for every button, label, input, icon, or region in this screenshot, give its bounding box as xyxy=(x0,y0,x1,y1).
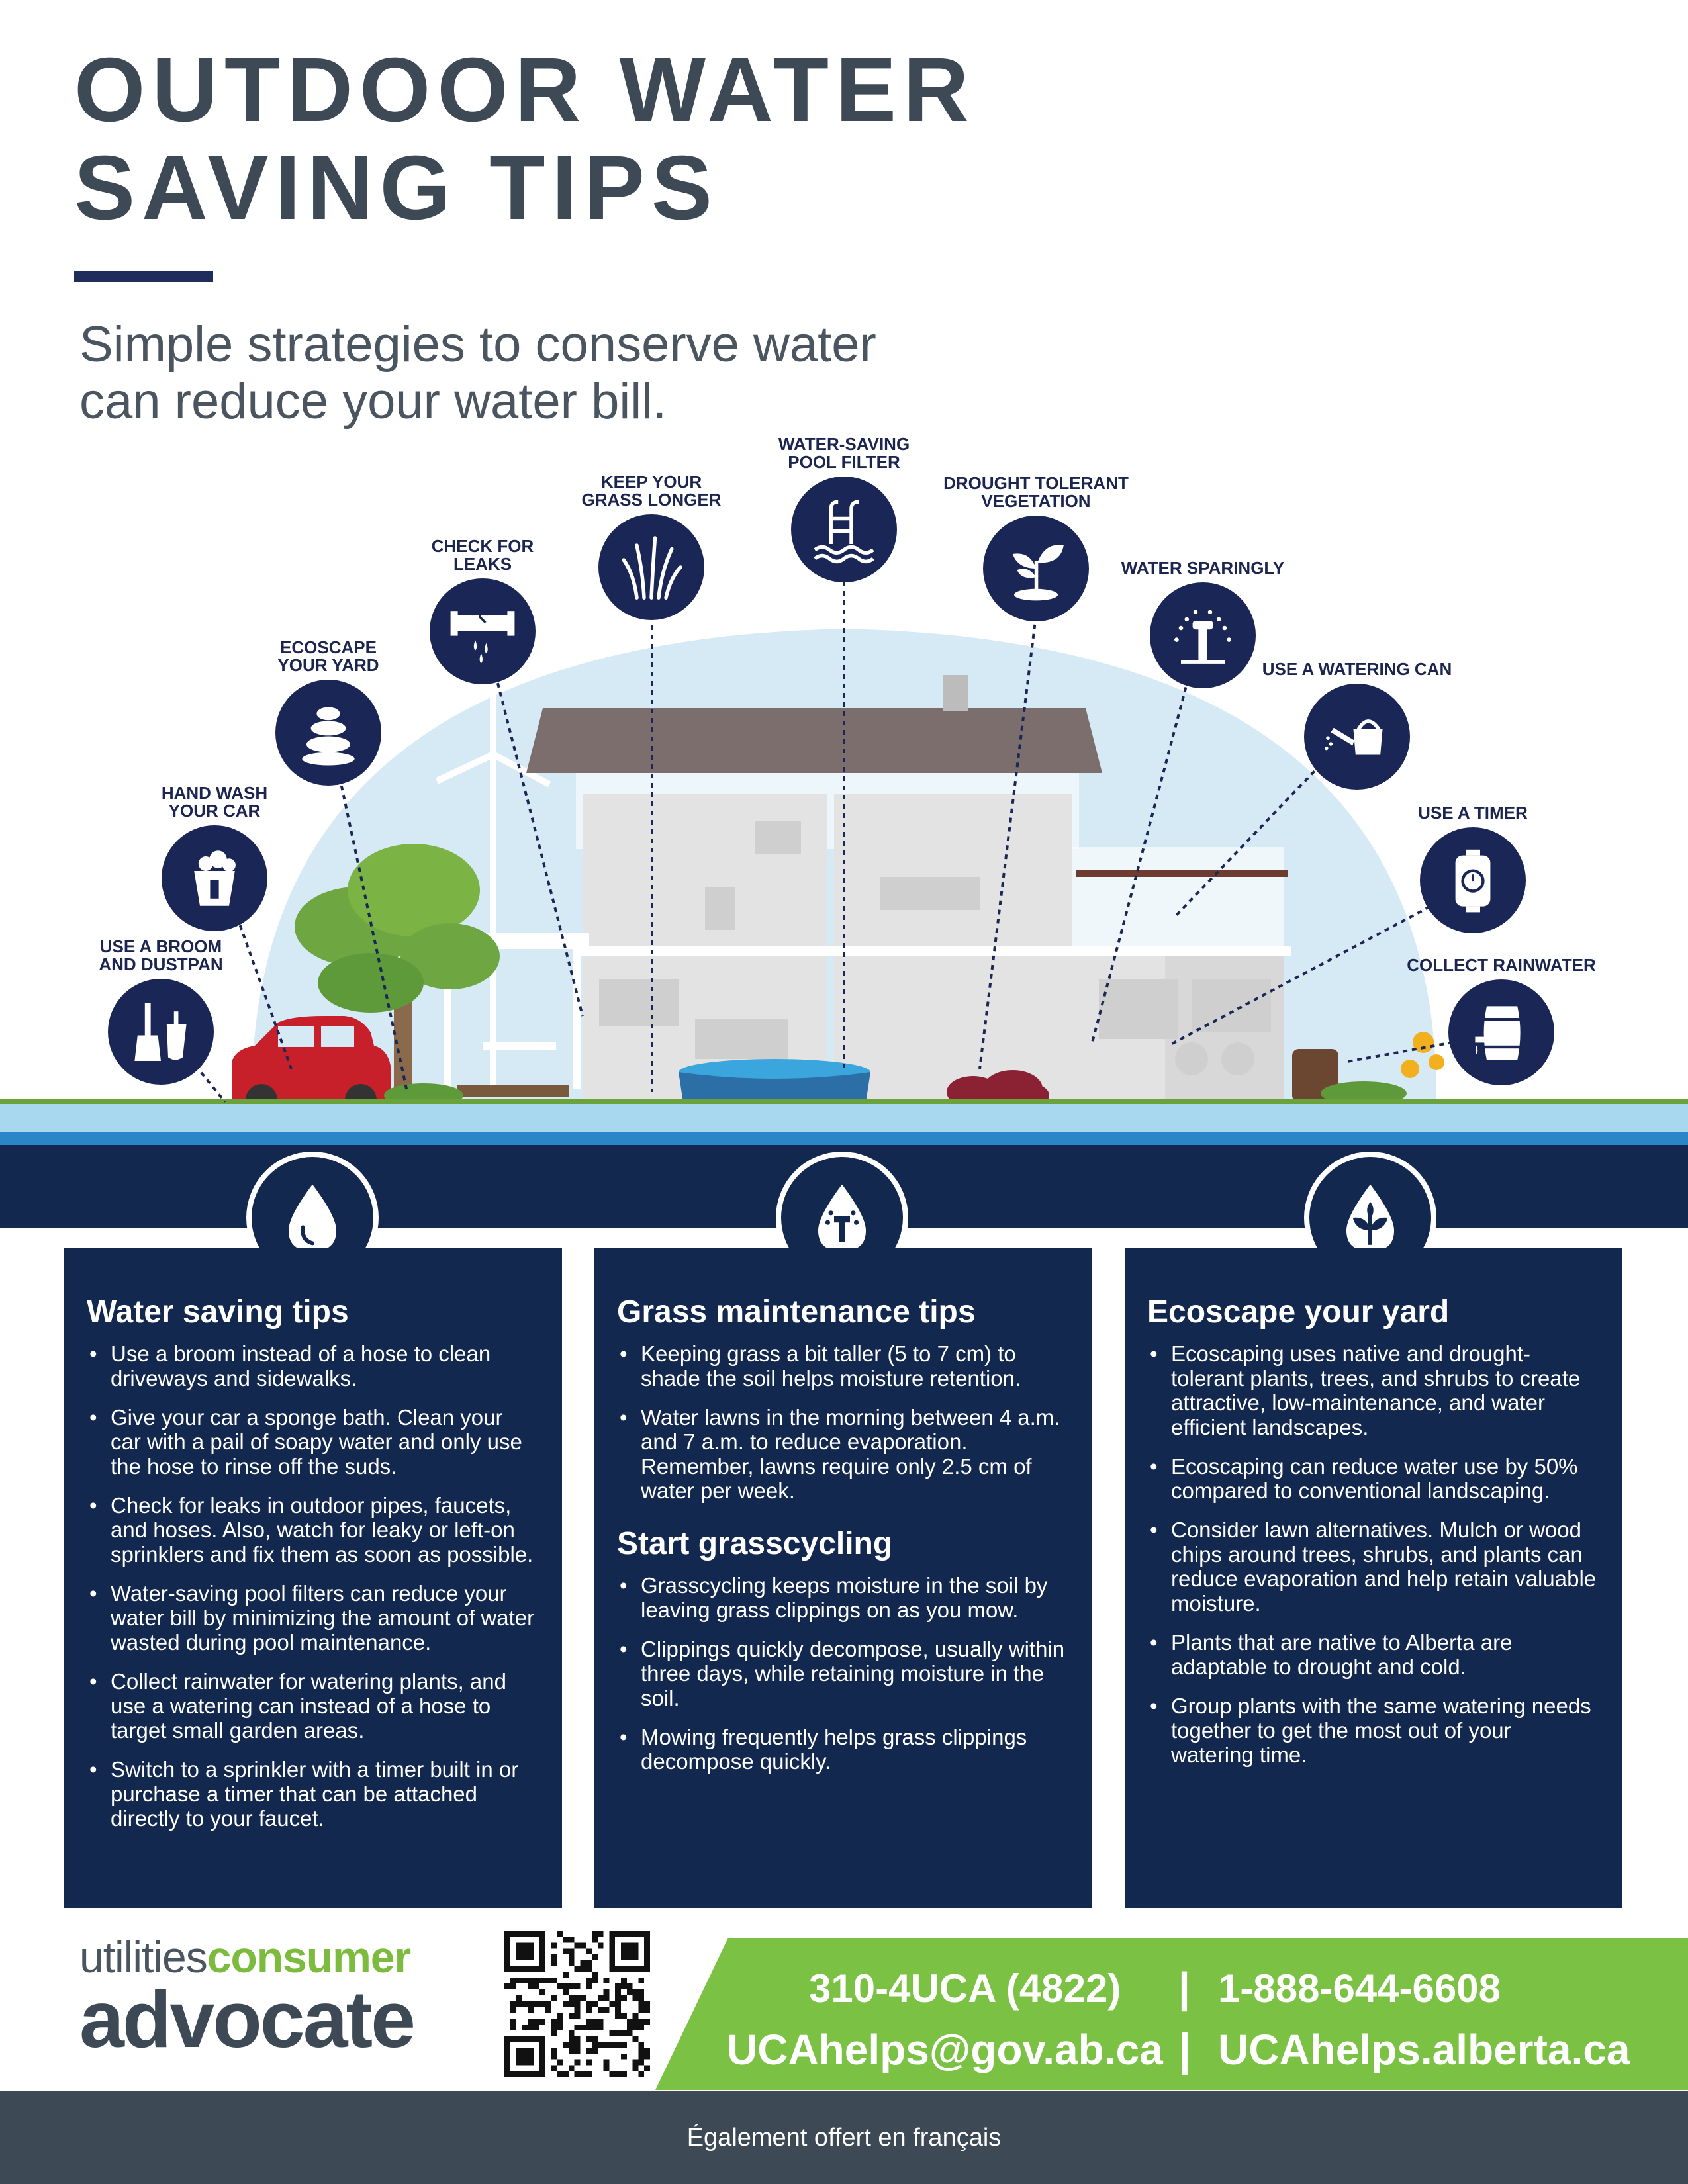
tip-check-leaks: CHECK FOR LEAKS xyxy=(373,537,592,684)
tip-label-line2: YOUR YARD xyxy=(277,655,379,675)
contact-banner xyxy=(655,1938,1688,2090)
list-item: Switch to a sprinkler with a timer built… xyxy=(87,1757,538,1831)
title-line-2: SAVING TIPS xyxy=(74,137,719,239)
tips-list: Use a broom instead of a hose to clean d… xyxy=(87,1342,538,1831)
list-item: Use a broom instead of a hose to clean d… xyxy=(87,1342,538,1390)
tip-label-line2: POOL FILTER xyxy=(788,452,900,472)
logo-word-utilities: utilities xyxy=(79,1933,208,1981)
tips-list: Keeping grass a bit taller (5 to 7 cm) t… xyxy=(617,1342,1068,1503)
panel-grass-maintenance: Grass maintenance tips Keeping grass a b… xyxy=(594,1248,1092,1908)
list-item: Consider lawn alternatives. Mulch or woo… xyxy=(1147,1518,1599,1615)
tips-list: Grasscycling keeps moisture in the soil … xyxy=(617,1573,1068,1774)
panel-heading: Grass maintenance tips xyxy=(617,1295,976,1330)
pool-ladder-icon xyxy=(791,477,897,582)
leaking-pipe-icon xyxy=(430,578,536,684)
tip-label-line1: COLLECT RAINWATER xyxy=(1407,955,1596,975)
list-item: Water-saving pool filters can reduce you… xyxy=(87,1581,538,1655)
tip-use-timer: USE A TIMER xyxy=(1364,804,1582,933)
uca-logo: utilitiesconsumer advocate xyxy=(79,1933,416,2064)
subtitle-line-1: Simple strategies to conserve water xyxy=(79,316,876,373)
panel-heading: Ecoscape your yard xyxy=(1147,1295,1450,1330)
tip-label-line1: USE A BROOM xyxy=(99,936,222,956)
stacked-stones-icon xyxy=(275,680,381,786)
list-item: Give your car a sponge bath. Clean your … xyxy=(87,1405,538,1479)
tip-label-line2: YOUR CAR xyxy=(168,801,261,821)
title-underline xyxy=(74,271,213,282)
tip-label-line1: WATER-SAVING xyxy=(778,434,910,454)
tip-ecoscape-yard: ECOSCAPE YOUR YARD xyxy=(219,639,438,786)
title-line-1: OUTDOOR WATER xyxy=(74,39,976,141)
panel-water-saving-tips: Water saving tips Use a broom instead of… xyxy=(64,1248,562,1908)
tip-label-line2: VEGETATION xyxy=(981,491,1091,511)
tip-label-line2: GRASS LONGER xyxy=(581,490,722,510)
logo-word-consumer: consumer xyxy=(207,1933,411,1981)
watering-can-icon xyxy=(1304,684,1410,790)
tips-list: Ecoscaping uses native and drought-toler… xyxy=(1147,1342,1599,1767)
panel-subheading: Start grasscycling xyxy=(617,1526,893,1561)
tip-label-line1: USE A WATERING CAN xyxy=(1262,659,1452,679)
tip-label-line2: AND DUSTPAN xyxy=(99,954,223,974)
grass-icon xyxy=(598,514,704,620)
subtitle-line-2: can reduce your water bill. xyxy=(79,373,667,430)
timer-icon xyxy=(1420,827,1526,933)
panel-heading: Water saving tips xyxy=(87,1295,349,1330)
subtitle: Simple strategies to conserve water can … xyxy=(79,316,876,430)
sprinkler-icon xyxy=(1150,582,1256,688)
tip-keep-grass-longer: KEEP YOUR GRASS LONGER xyxy=(542,473,761,620)
separator: | xyxy=(1178,2025,1192,2075)
list-item: Mowing frequently helps grass clippings … xyxy=(617,1725,1068,1774)
tip-drought-tolerant: DROUGHT TOLERANT VEGETATION xyxy=(927,475,1145,621)
rain-barrel-icon xyxy=(1448,979,1554,1085)
house-scene-graphic xyxy=(0,572,1688,1228)
page-title: OUTDOOR WATER SAVING TIPS xyxy=(74,41,976,237)
qr-code-graphic xyxy=(504,1931,650,2077)
website-link[interactable]: UCAhelps.alberta.ca xyxy=(1218,2026,1630,2073)
tree-graphic xyxy=(295,844,500,1099)
car-graphic xyxy=(232,1016,391,1116)
qr-code[interactable] xyxy=(504,1931,650,2077)
tip-broom-dustpan: USE A BROOM AND DUSTPAN xyxy=(52,938,270,1085)
broom-dustpan-icon xyxy=(108,979,214,1085)
list-item: Ecoscaping can reduce water use by 50% c… xyxy=(1147,1454,1599,1503)
list-item: Collect rainwater for watering plants, a… xyxy=(87,1669,538,1743)
separator: | xyxy=(1178,1964,1190,2011)
bucket-icon xyxy=(162,825,267,931)
tip-label-line1: KEEP YOUR xyxy=(600,472,702,492)
logo-word-advocate: advocate xyxy=(79,1974,416,2064)
list-item: Plants that are native to Alberta are ad… xyxy=(1147,1630,1599,1679)
list-item: Grasscycling keeps moisture in the soil … xyxy=(617,1573,1068,1622)
email-link[interactable]: UCAhelps@gov.ab.ca xyxy=(727,2026,1163,2073)
list-item: Ecoscaping uses native and drought-toler… xyxy=(1147,1342,1599,1439)
tip-label-line1: ECOSCAPE xyxy=(280,637,377,657)
house-graphic xyxy=(526,675,1291,1099)
list-item: Water lawns in the morning between 4 a.m… xyxy=(617,1405,1068,1503)
phone-number-2[interactable]: 1-888-644-6608 xyxy=(1218,1966,1501,2011)
list-item: Group plants with the same watering need… xyxy=(1147,1694,1599,1767)
list-item: Clippings quickly decompose, usually wit… xyxy=(617,1637,1068,1710)
tip-label-line1: HAND WASH xyxy=(161,783,268,803)
tip-water-sparingly: WATER SPARINGLY xyxy=(1094,559,1312,688)
phone-number-1[interactable]: 310-4UCA (4822) xyxy=(809,1966,1121,2011)
tip-label-line1: CHECK FOR xyxy=(431,536,534,556)
list-item: Keeping grass a bit taller (5 to 7 cm) t… xyxy=(617,1342,1068,1390)
tip-label-line1: DROUGHT TOLERANT xyxy=(943,473,1129,493)
tip-label-line2: LEAKS xyxy=(453,554,512,574)
seedling-icon xyxy=(983,516,1089,621)
tip-label-line1: WATER SPARINGLY xyxy=(1121,558,1285,578)
tip-watering-can: USE A WATERING CAN xyxy=(1248,660,1466,790)
tip-collect-rainwater: COLLECT RAINWATER xyxy=(1392,956,1611,1085)
list-item: Check for leaks in outdoor pipes, faucet… xyxy=(87,1493,538,1567)
panel-ecoscape: Ecoscape your yard Ecoscaping uses nativ… xyxy=(1125,1248,1622,1908)
french-availability-bar: Également offert en français xyxy=(0,2091,1688,2184)
tip-label-line1: USE A TIMER xyxy=(1418,803,1528,823)
french-note: Également offert en français xyxy=(686,2123,1002,2152)
tip-hand-wash-car: HAND WASH YOUR CAR xyxy=(105,784,324,931)
tip-pool-filter: WATER-SAVING POOL FILTER xyxy=(735,435,953,582)
house-illustration: USE A BROOM AND DUSTPAN HAND WASH YOUR C… xyxy=(0,424,1688,1228)
